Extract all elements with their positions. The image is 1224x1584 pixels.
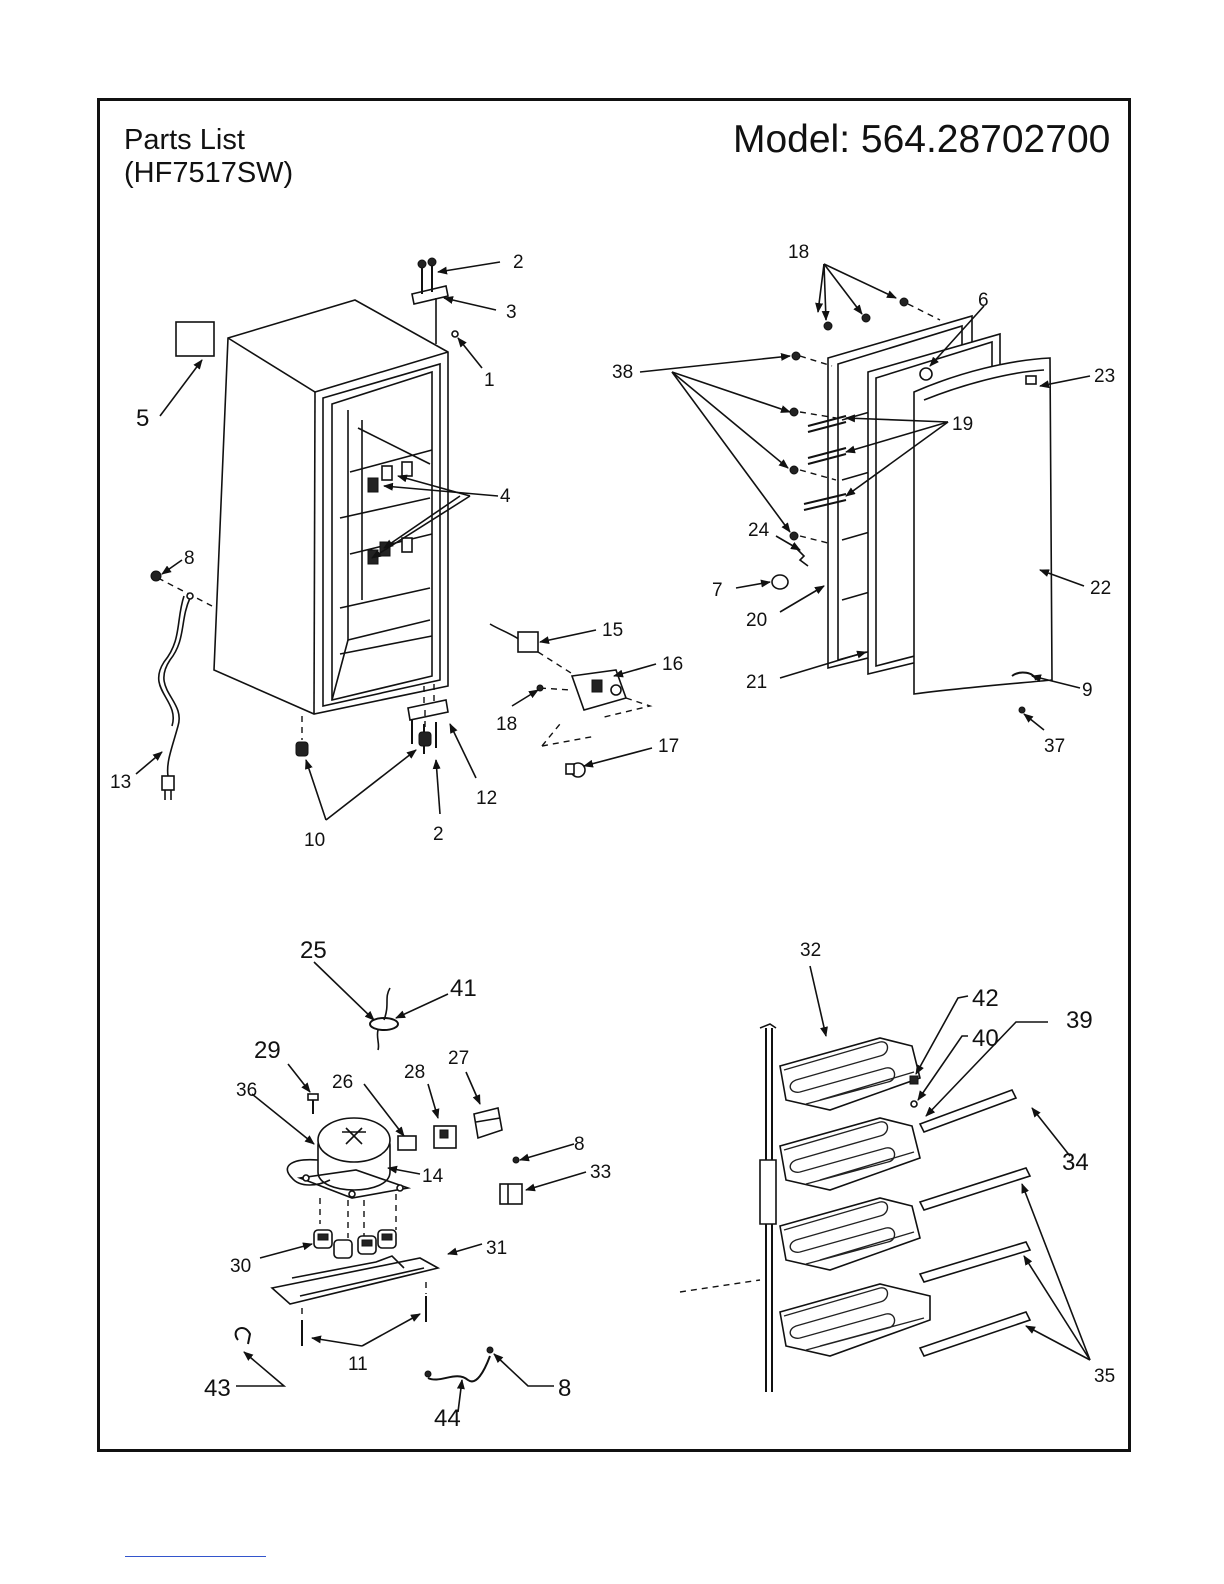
callout-44: 44 xyxy=(434,1405,461,1432)
grommets xyxy=(314,1230,396,1258)
callout-25: 25 xyxy=(300,937,327,964)
callout-6: 6 xyxy=(978,290,989,311)
callout-10: 10 xyxy=(304,830,325,851)
callout-38: 38 xyxy=(612,362,633,383)
evaporator-shelf xyxy=(780,1038,920,1110)
callout-8: 8 xyxy=(558,1375,571,1402)
base-plate xyxy=(272,1258,438,1304)
callout-43: 43 xyxy=(204,1375,231,1402)
callout-26: 26 xyxy=(332,1072,353,1093)
callout-30: 30 xyxy=(230,1256,251,1277)
callout-20: 20 xyxy=(746,610,767,631)
callout-3: 3 xyxy=(506,302,517,323)
callout-12: 12 xyxy=(476,788,497,809)
callout-17: 17 xyxy=(658,736,679,757)
temperature-control-assembly xyxy=(490,624,650,777)
callout-36: 36 xyxy=(236,1080,257,1101)
shelf-rail xyxy=(920,1312,1030,1356)
callout-21: 21 xyxy=(746,672,767,693)
callout-15: 15 xyxy=(602,620,623,641)
callout-27: 27 xyxy=(448,1048,469,1069)
callout-28: 28 xyxy=(404,1062,425,1083)
footer-rule xyxy=(125,1556,266,1557)
shelf-rail xyxy=(920,1168,1030,1210)
callout-7: 7 xyxy=(712,580,723,601)
callout-5: 5 xyxy=(136,405,149,432)
callout-8: 8 xyxy=(574,1134,585,1155)
callout-11: 11 xyxy=(348,1354,368,1375)
callout-23: 23 xyxy=(1094,366,1115,387)
callout-2: 2 xyxy=(513,252,524,273)
callout-8: 8 xyxy=(184,548,195,569)
ground-wire xyxy=(428,1356,490,1381)
callout-1: 1 xyxy=(484,370,495,391)
capacitor-bracket xyxy=(500,1184,522,1204)
callout-2: 2 xyxy=(433,824,444,845)
overload-cover xyxy=(474,1108,502,1138)
evaporator-assembly xyxy=(680,1024,1030,1392)
callout-4: 4 xyxy=(500,486,511,507)
clip xyxy=(236,1328,250,1344)
label-sticker xyxy=(176,322,214,356)
callout-18: 18 xyxy=(496,714,517,735)
callout-22: 22 xyxy=(1090,578,1111,599)
shelf-rail xyxy=(920,1242,1030,1282)
door-panel xyxy=(914,358,1052,694)
evaporator-shelf xyxy=(780,1198,920,1270)
callout-9: 9 xyxy=(1082,680,1093,701)
shelf-rail xyxy=(920,1090,1016,1132)
callout-34: 34 xyxy=(1062,1149,1089,1176)
callout-37: 37 xyxy=(1044,736,1065,757)
door-stop xyxy=(772,575,788,589)
callout-18: 18 xyxy=(788,242,809,263)
evaporator-shelf xyxy=(780,1284,930,1356)
top-hinge xyxy=(412,286,448,304)
callout-42: 42 xyxy=(972,985,999,1012)
callout-33: 33 xyxy=(590,1162,611,1183)
bottom-hinge xyxy=(408,700,448,720)
callout-31: 31 xyxy=(486,1238,507,1259)
callout-41: 41 xyxy=(450,975,477,1002)
power-cord xyxy=(164,598,190,776)
leveling-leg xyxy=(419,732,431,746)
door-assembly xyxy=(772,298,1052,713)
callout-16: 16 xyxy=(662,654,683,675)
callout-39: 39 xyxy=(1066,1007,1093,1034)
callout-19: 19 xyxy=(952,414,973,435)
callout-24: 24 xyxy=(748,520,770,541)
leveling-leg xyxy=(296,742,308,756)
callout-13: 13 xyxy=(110,772,131,793)
control-box xyxy=(518,632,538,652)
callout-29: 29 xyxy=(254,1037,281,1064)
callout-35: 35 xyxy=(1094,1366,1115,1387)
callout-32: 32 xyxy=(800,940,821,961)
callout-40: 40 xyxy=(972,1025,999,1052)
callout-14: 14 xyxy=(422,1166,444,1187)
evaporator-shelf xyxy=(780,1118,920,1190)
